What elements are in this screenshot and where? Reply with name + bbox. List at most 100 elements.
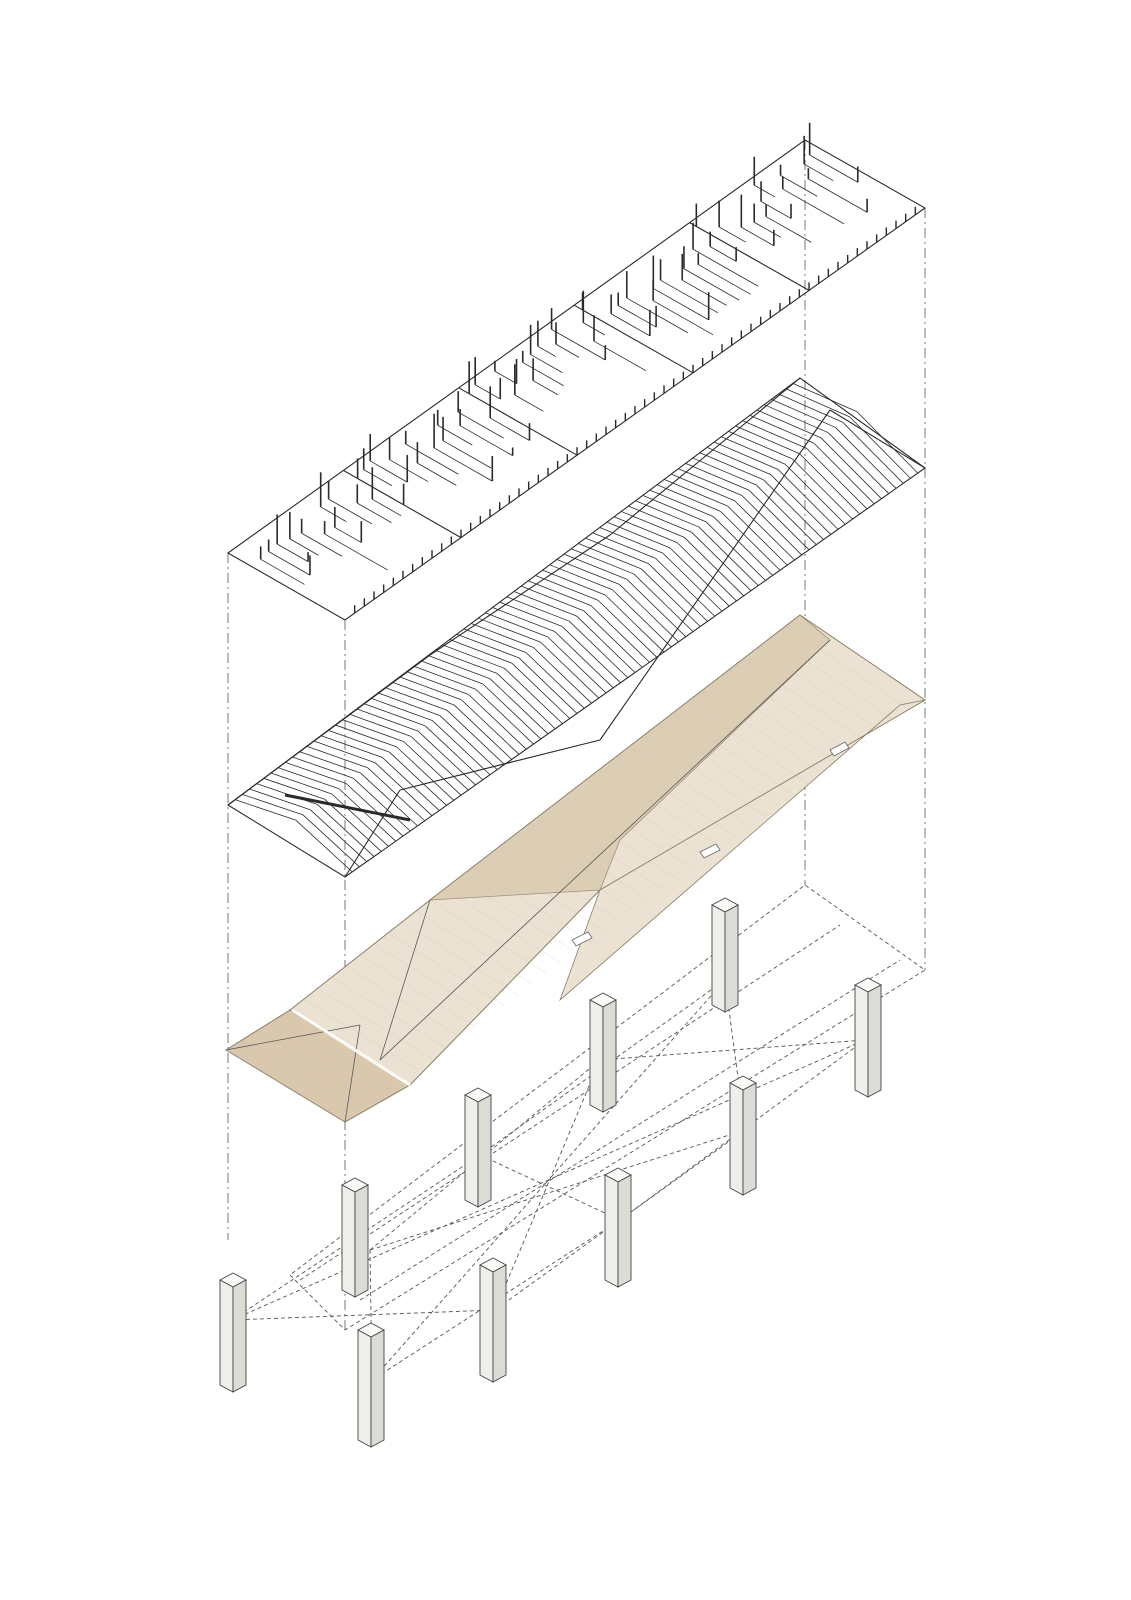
tile-course [312, 984, 433, 1059]
rafter [663, 479, 728, 507]
rafter [542, 569, 606, 596]
rafter [671, 473, 735, 502]
tile-course [771, 636, 897, 722]
joist [660, 279, 719, 314]
rafter [606, 521, 671, 549]
hip-line [225, 1024, 361, 1051]
tile-course [742, 658, 868, 743]
column-side [724, 904, 739, 1013]
rafter [642, 495, 707, 523]
joist [328, 498, 373, 525]
joist [765, 216, 812, 243]
rafter [721, 436, 786, 465]
rafter [756, 409, 822, 439]
joist [490, 417, 530, 441]
rafter [763, 479, 824, 540]
tile-course [355, 951, 476, 1028]
tile-course [642, 734, 766, 817]
tile-course [670, 712, 795, 796]
rafter [353, 777, 411, 832]
joist [583, 322, 606, 336]
joist [320, 506, 347, 522]
tile-course [756, 647, 882, 732]
rafter [554, 631, 614, 689]
rafter [263, 777, 325, 800]
rafter [756, 484, 817, 545]
rafter [478, 617, 541, 643]
tile-course [555, 799, 679, 880]
tile-course [412, 908, 534, 985]
rafter [331, 793, 389, 847]
joist [683, 268, 740, 301]
beam-projection [599, 1039, 866, 1061]
joist [698, 264, 751, 295]
joist [780, 175, 818, 197]
joist [372, 498, 402, 517]
joist [709, 246, 737, 262]
joist [458, 411, 504, 439]
joist [532, 380, 558, 396]
rafter [277, 767, 340, 790]
rafter [568, 620, 629, 678]
rafter [518, 657, 578, 714]
rafter [320, 735, 383, 758]
valley-line [829, 409, 926, 469]
tile-course [613, 756, 737, 838]
joist [653, 288, 709, 321]
joist [324, 533, 388, 571]
beam-projection [619, 1039, 866, 1221]
rafter [698, 526, 759, 586]
joist [582, 309, 610, 326]
rafter [511, 662, 571, 719]
column-side [354, 1184, 369, 1298]
rafter [777, 469, 839, 530]
tile-course [484, 854, 607, 933]
joist [754, 184, 776, 198]
rafter [399, 676, 462, 701]
rafter [699, 452, 764, 481]
rafter [734, 500, 795, 561]
rafter [835, 427, 897, 489]
rafter [435, 649, 498, 674]
rafter [612, 589, 672, 648]
rafter [820, 437, 882, 499]
rafter [806, 448, 868, 510]
joist [334, 527, 362, 543]
joist [468, 393, 525, 426]
joist [718, 226, 747, 243]
rafter [784, 463, 846, 525]
rafter [691, 531, 752, 591]
rafter [561, 626, 621, 684]
rafter [849, 416, 911, 479]
floor-edge [359, 959, 901, 1301]
rafter [428, 655, 491, 680]
rafter [742, 420, 807, 449]
rafter [648, 563, 708, 622]
joist [551, 329, 606, 361]
rafter [669, 547, 730, 607]
tile-course [326, 973, 447, 1049]
tile-course [685, 701, 810, 785]
column-face [341, 1184, 356, 1298]
column-side [742, 1082, 757, 1196]
rafter [235, 799, 296, 821]
tile-course [254, 1028, 375, 1102]
rafter [533, 647, 592, 704]
tile-course [512, 832, 636, 912]
joist [537, 345, 556, 357]
rafter [345, 783, 404, 837]
column-side [370, 1329, 385, 1448]
column-side [232, 1279, 247, 1393]
rafter [370, 697, 433, 722]
joist [522, 362, 564, 387]
joist [405, 443, 459, 475]
rafter [338, 788, 397, 842]
roof-slope-front [559, 699, 926, 1002]
gutter-gap [291, 1008, 411, 1087]
rafter [655, 558, 716, 617]
rafter [662, 552, 723, 612]
tile-course [541, 810, 665, 891]
rafter [249, 788, 311, 811]
valley-line [599, 409, 831, 741]
